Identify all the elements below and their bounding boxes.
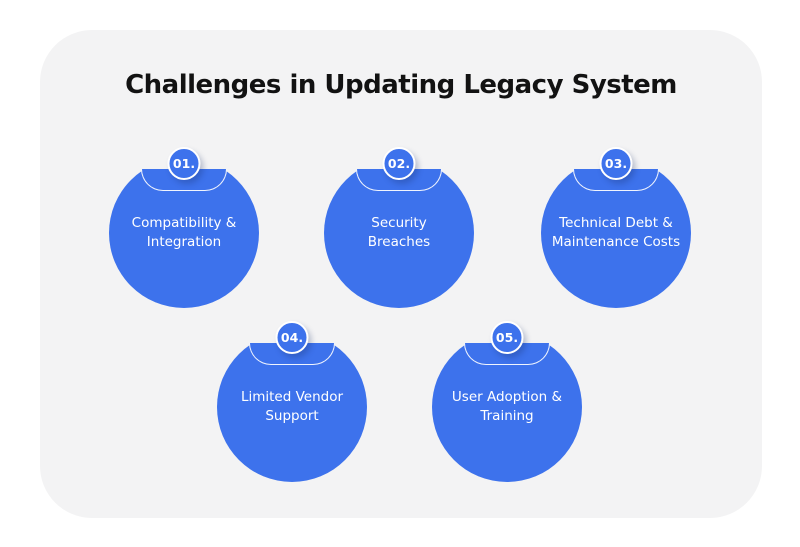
challenge-label: User Adoption & Training — [437, 388, 577, 426]
challenge-label: Compatibility & Integration — [114, 214, 254, 252]
challenge-circle-clip — [432, 343, 582, 482]
number-badge: 05. — [490, 321, 524, 354]
challenge-label-line2: Training — [480, 408, 534, 424]
challenge-circle — [109, 169, 259, 308]
badge-number: 01. — [172, 156, 196, 171]
challenge-item-5: 05. User Adoption & Training — [432, 321, 582, 482]
number-badge: 03. — [599, 147, 633, 180]
challenge-label-line1: Security — [371, 214, 427, 231]
page-title: Challenges in Updating Legacy System — [125, 70, 677, 100]
challenge-circle-clip — [217, 343, 367, 482]
challenge-label-line2: Maintenance Costs — [551, 234, 681, 250]
challenge-label-line2: Support — [265, 408, 319, 424]
badge-number: 05. — [495, 330, 519, 345]
badge-number: 03. — [604, 156, 628, 171]
challenge-label-line1: User Adoption & — [451, 388, 563, 405]
challenge-label-line2: Integration — [146, 234, 222, 250]
badge-number: 02. — [387, 156, 411, 171]
challenge-item-3: 03. Technical Debt & Maintenance Costs — [541, 147, 691, 308]
challenge-circle — [324, 169, 474, 308]
challenge-item-4: 04. Limited Vendor Support — [217, 321, 367, 482]
number-badge: 04. — [275, 321, 309, 354]
challenge-circle — [541, 169, 691, 308]
challenge-circle — [432, 343, 582, 482]
challenge-label: Limited Vendor Support — [222, 388, 362, 426]
challenge-item-2: 02. Security Breaches — [324, 147, 474, 308]
challenge-circle — [217, 343, 367, 482]
number-badge: 01. — [167, 147, 201, 180]
challenge-item-1: 01. Compatibility & Integration — [109, 147, 259, 308]
challenge-label: Technical Debt & Maintenance Costs — [546, 214, 686, 252]
challenge-label-line2: Breaches — [367, 234, 431, 250]
badge-number: 04. — [280, 330, 304, 345]
challenge-circle-clip — [324, 169, 474, 308]
challenge-label-line1: Technical Debt & — [559, 214, 673, 231]
challenge-label-line1: Limited Vendor — [240, 388, 344, 405]
challenge-circle-clip — [109, 169, 259, 308]
challenge-circle-clip — [541, 169, 691, 308]
number-badge: 02. — [382, 147, 416, 180]
challenge-label: Security Breaches — [329, 214, 469, 252]
challenge-label-line1: Compatibility & — [131, 214, 237, 231]
